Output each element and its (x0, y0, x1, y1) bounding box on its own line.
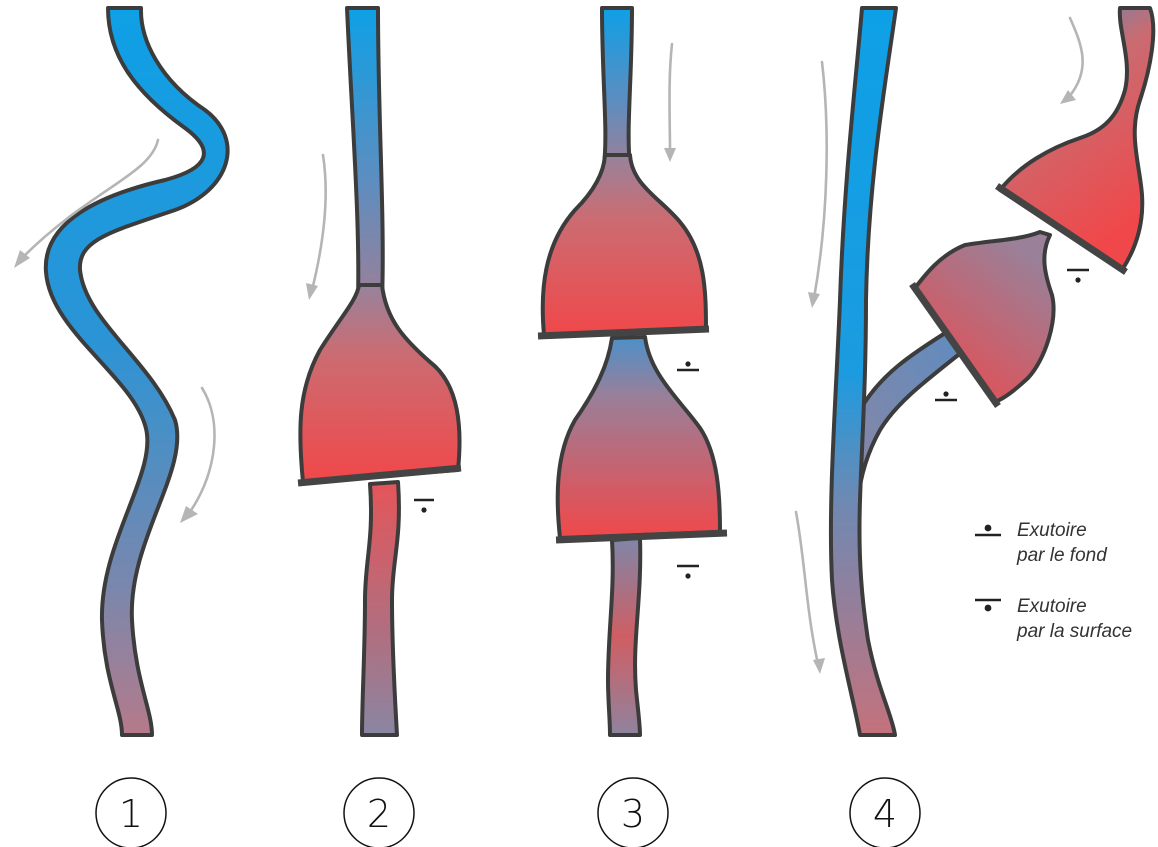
legend-surface-outlet-line2: par la surface (1016, 621, 1132, 642)
panel-number-1-label: 1 (119, 792, 143, 836)
bottom-outlet-icon (677, 361, 699, 370)
panel-2-upstream (347, 8, 383, 300)
panel-1-river (46, 8, 228, 735)
legend-bottom-outlet-line2: par le fond (1016, 545, 1108, 566)
panel-number-3: 3 (598, 778, 668, 847)
panel-number-2: 2 (344, 778, 414, 847)
legend-surface-outlet-line1: Exutoire (1017, 596, 1087, 617)
panel-numbers: 1 2 3 4 (96, 778, 920, 847)
legend-bottom-outlet-line1: Exutoire (1017, 520, 1087, 541)
panel-2-downstream (362, 482, 399, 735)
surface-outlet-icon (1067, 270, 1089, 283)
legend: Exutoire par le fond Exutoire par la sur… (975, 520, 1132, 642)
panel-number-4: 4 (850, 778, 920, 847)
panel-number-2-label: 2 (367, 792, 391, 836)
panel-3-lower-pond (558, 337, 720, 538)
bottom-outlet-icon (935, 391, 957, 400)
panel-3-flow-arrows (664, 44, 676, 162)
legend-bottom-outlet-icon (975, 525, 1001, 535)
panel-3-pond-series (538, 8, 727, 735)
surface-outlet-icon (677, 566, 699, 579)
panel-2-single-pond (298, 8, 461, 735)
panel-4-main-river (831, 8, 896, 735)
panel-2-pond (300, 285, 459, 482)
panel-number-4-label: 4 (873, 792, 897, 836)
legend-surface-outlet-icon (975, 600, 1001, 611)
panel-4-upper-pond (1000, 8, 1153, 270)
panel-3-upstream (602, 8, 632, 165)
panel-1-stream (14, 8, 228, 735)
panel-2-flow-arrows (306, 155, 326, 300)
surface-outlet-icon (414, 500, 434, 513)
panel-number-3-label: 3 (621, 792, 645, 836)
panel-3-downstream (608, 538, 640, 735)
panel-3-upper-pond (543, 155, 706, 335)
panel-number-1: 1 (96, 778, 166, 847)
